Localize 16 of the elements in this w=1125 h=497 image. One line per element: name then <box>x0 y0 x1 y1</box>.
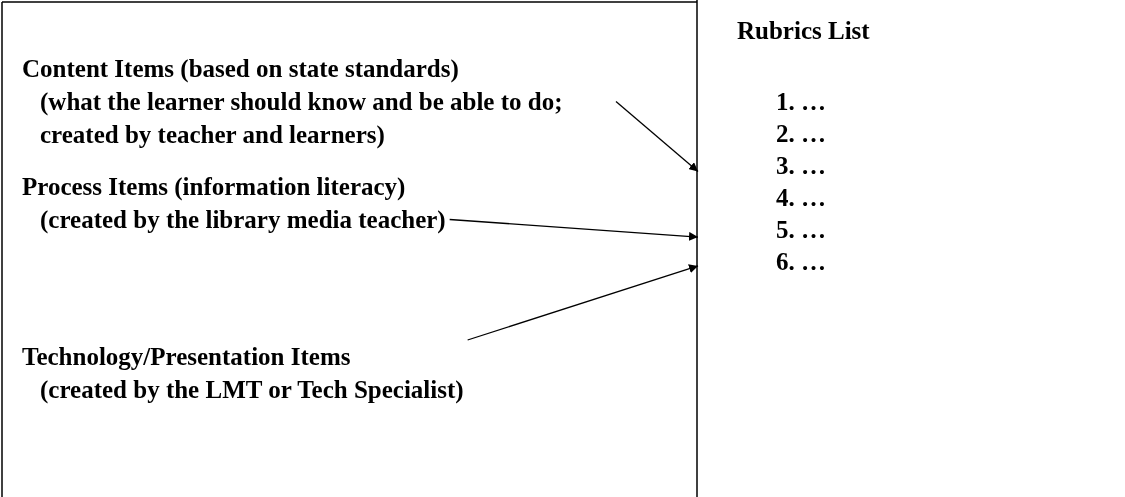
item-heading: Technology/Presentation Items <box>22 342 351 372</box>
list-item: 2. … <box>776 119 826 149</box>
list-item: 1. … <box>776 87 826 117</box>
item-heading: Content Items (based on state standards) <box>22 54 459 85</box>
item-description: (created by the LMT or Tech Specialist) <box>40 375 464 406</box>
arrow <box>466 264 699 341</box>
item-description: (what the learner should know and be able to do; created by teacher and learners) <box>40 87 564 151</box>
list-item: 4. … <box>776 183 826 213</box>
list-item: 6. … <box>776 247 826 277</box>
item-description: (created by the library media teacher) <box>40 205 446 236</box>
list-item: 5. … <box>776 215 826 245</box>
item-heading: Process Items (information literacy) <box>22 172 406 203</box>
arrow <box>615 100 699 173</box>
list-item: 3. … <box>776 151 826 181</box>
arrow <box>449 218 699 241</box>
list-heading: Rubrics List <box>737 16 870 46</box>
